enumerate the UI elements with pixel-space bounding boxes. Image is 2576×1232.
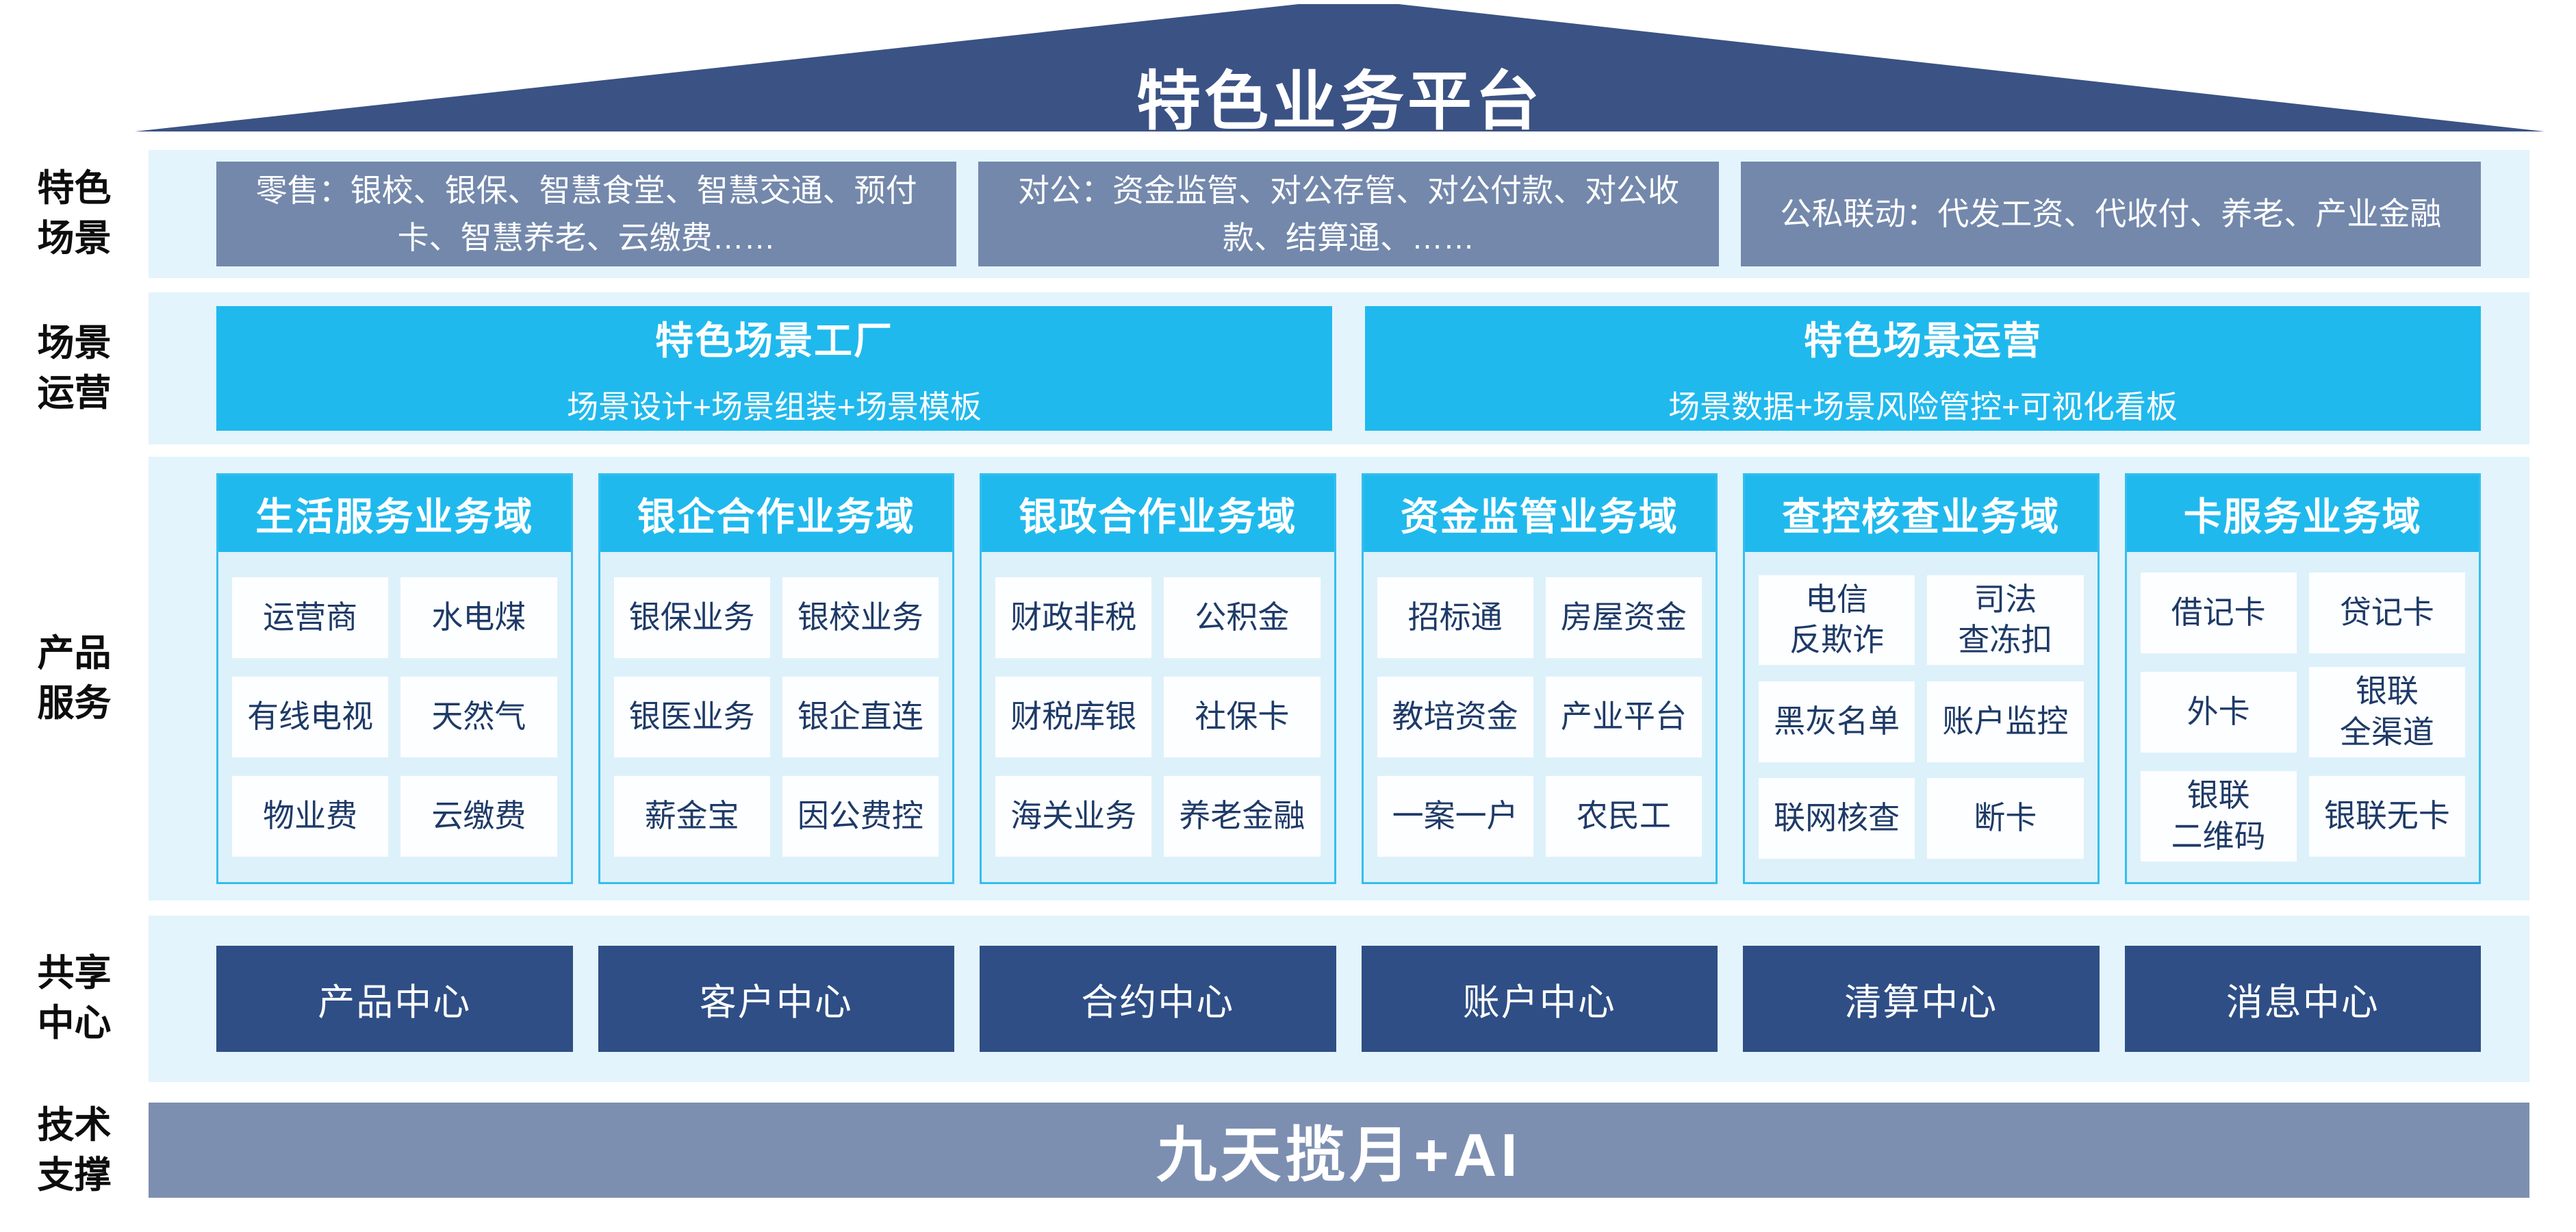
domain-item: 银联 二维码: [2140, 771, 2297, 862]
domain-item: 社保卡: [1164, 677, 1321, 757]
domain-header: 资金监管业务域: [1363, 475, 1716, 552]
domain-item: 电信 反欺诈: [1759, 575, 1915, 666]
band-share: 产品中心 客户中心 合约中心 账户中心 清算中心 消息中心: [149, 916, 2529, 1082]
center-box-clearing: 清算中心: [1743, 946, 2100, 1052]
operation-box-factory: 特色场景工厂 场景设计+场景组装+场景模板: [216, 306, 1332, 431]
domain-row: 银联 二维码 银联无卡: [2140, 771, 2465, 862]
domain-row: 一案一户 农民工: [1377, 776, 1702, 857]
tech-support-bar: 九天揽月+AI: [149, 1103, 2529, 1198]
domain-row: 黑灰名单 账户监控: [1759, 681, 2084, 762]
domain-body: 财政非税 公积金 财税库银 社保卡 海关业务 养老金融: [982, 552, 1334, 882]
domain-column-inspection: 查控核查业务域 电信 反欺诈 司法 查冻扣 黑灰名单 账户监控 联网核查 断卡: [1743, 473, 2100, 884]
center-box-message: 消息中心: [2124, 946, 2481, 1052]
scene-box-corporate: 对公：资金监管、对公存管、对公付款、对公收款、结算通、……: [978, 162, 1719, 266]
domain-item: 账户监控: [1927, 681, 2084, 762]
row-label-product: 产品 服务: [37, 633, 112, 724]
domain-item: 银校业务: [782, 577, 939, 658]
domain-column-life-services: 生活服务业务域 运营商 水电煤 有线电视 天然气 物业费 云缴费: [216, 473, 573, 884]
domain-column-bank-enterprise: 银企合作业务域 银保业务 银校业务 银医业务 银企直连 薪金宝 因公费控: [598, 473, 954, 884]
domain-item: 物业费: [232, 776, 389, 857]
operation-box-title: 特色场景运营: [1804, 318, 2042, 362]
domain-body: 电信 反欺诈 司法 查冻扣 黑灰名单 账户监控 联网核查 断卡: [1745, 552, 2097, 882]
domain-item: 教培资金: [1377, 677, 1533, 757]
domain-item: 联网核查: [1759, 778, 1915, 859]
center-box-customer: 客户中心: [598, 946, 954, 1052]
domain-item: 房屋资金: [1545, 577, 1702, 658]
domain-item: 因公费控: [782, 776, 939, 857]
domain-row: 银保业务 银校业务: [613, 577, 939, 658]
domain-row: 招标通 房屋资金: [1377, 577, 1702, 658]
domain-item: 薪金宝: [613, 776, 770, 857]
center-box-account: 账户中心: [1361, 946, 1718, 1052]
row-label-operation: 场景 运营: [37, 323, 112, 414]
domain-body: 银保业务 银校业务 银医业务 银企直连 薪金宝 因公费控: [600, 552, 953, 882]
domain-item: 银联无卡: [2308, 776, 2465, 857]
operation-box-subtitle: 场景数据+场景风险管控+可视化看板: [1668, 388, 2178, 425]
domain-item: 借记卡: [2140, 573, 2297, 654]
domain-item: 运营商: [232, 577, 389, 658]
domain-item: 农民工: [1545, 776, 1702, 857]
domain-column-card-services: 卡服务业务域 借记卡 贷记卡 外卡 银联 全渠道 银联 二维码 银联无卡: [2124, 473, 2481, 884]
domain-item: 银保业务: [613, 577, 770, 658]
domain-row: 教培资金 产业平台: [1377, 677, 1702, 757]
domain-header: 卡服务业务域: [2126, 475, 2479, 552]
domain-row: 电信 反欺诈 司法 查冻扣: [1759, 575, 2084, 666]
domain-item: 有线电视: [232, 677, 389, 757]
domain-row: 运营商 水电煤: [232, 577, 557, 658]
domain-item: 司法 查冻扣: [1927, 575, 2084, 666]
band-scene: 零售：银校、银保、智慧食堂、智慧交通、预付卡、智慧养老、云缴费…… 对公：资金监…: [149, 150, 2529, 278]
band-operation: 特色场景工厂 场景设计+场景组装+场景模板 特色场景运营 场景数据+场景风险管控…: [149, 292, 2529, 444]
domain-item: 贷记卡: [2308, 573, 2465, 654]
operation-box-subtitle: 场景设计+场景组装+场景模板: [567, 388, 982, 425]
domain-header: 银政合作业务域: [982, 475, 1334, 552]
domain-row: 银医业务 银企直连: [613, 677, 939, 757]
operation-box-ops: 特色场景运营 场景数据+场景风险管控+可视化看板: [1365, 306, 2481, 431]
center-box-contract: 合约中心: [980, 946, 1336, 1052]
scene-box-retail: 零售：银校、银保、智慧食堂、智慧交通、预付卡、智慧养老、云缴费……: [216, 162, 957, 266]
domain-body: 招标通 房屋资金 教培资金 产业平台 一案一户 农民工: [1364, 552, 1716, 882]
scene-box-public-private: 公私联动：代发工资、代收付、养老、产业金融: [1740, 162, 2481, 266]
row-label-scene: 特色 场景: [37, 168, 112, 259]
domain-row: 借记卡 贷记卡: [2140, 573, 2465, 654]
page-title: 特色业务平台: [1136, 65, 1544, 137]
operation-box-title: 特色场景工厂: [655, 318, 893, 362]
domain-item: 水电煤: [400, 577, 557, 658]
domain-item: 海关业务: [995, 776, 1152, 857]
band-product: 生活服务业务域 运营商 水电煤 有线电视 天然气 物业费 云缴费 银企合作业务域: [149, 457, 2529, 901]
domain-column-bank-government: 银政合作业务域 财政非税 公积金 财税库银 社保卡 海关业务 养老金融: [980, 473, 1336, 884]
domain-item: 黑灰名单: [1759, 681, 1915, 762]
domain-body: 运营商 水电煤 有线电视 天然气 物业费 云缴费: [218, 552, 571, 882]
domain-row: 有线电视 天然气: [232, 677, 557, 757]
domain-row: 联网核查 断卡: [1759, 778, 2084, 859]
domain-item: 招标通: [1377, 577, 1533, 658]
domain-item: 公积金: [1164, 577, 1321, 658]
domain-item: 银医业务: [613, 677, 770, 757]
center-box-product: 产品中心: [216, 946, 573, 1052]
domain-item: 产业平台: [1545, 677, 1702, 757]
domain-row: 财税库银 社保卡: [995, 677, 1321, 757]
row-label-share: 共享 中心: [37, 953, 112, 1044]
domain-row: 薪金宝 因公费控: [613, 776, 939, 857]
domain-row: 海关业务 养老金融: [995, 776, 1321, 857]
domain-item: 断卡: [1927, 778, 2084, 859]
domain-body: 借记卡 贷记卡 外卡 银联 全渠道 银联 二维码 银联无卡: [2127, 552, 2479, 882]
domain-row: 物业费 云缴费: [232, 776, 557, 857]
domain-item: 天然气: [400, 677, 557, 757]
domain-item: 财政非税: [995, 577, 1152, 658]
row-label-tech: 技术 支撑: [37, 1105, 112, 1196]
domain-item: 外卡: [2140, 672, 2297, 753]
domain-item: 一案一户: [1377, 776, 1533, 857]
domain-header: 查控核查业务域: [1745, 475, 2097, 552]
domain-header: 银企合作业务域: [600, 475, 952, 552]
domain-item: 财税库银: [995, 677, 1152, 757]
domain-item: 银企直连: [782, 677, 939, 757]
domain-item: 银联 全渠道: [2308, 667, 2465, 757]
domain-row: 财政非税 公积金: [995, 577, 1321, 658]
domain-item: 云缴费: [400, 776, 557, 857]
domain-row: 外卡 银联 全渠道: [2140, 667, 2465, 757]
domain-column-fund-supervision: 资金监管业务域 招标通 房屋资金 教培资金 产业平台 一案一户 农民工: [1361, 473, 1718, 884]
domain-header: 生活服务业务域: [218, 475, 571, 552]
domain-item: 养老金融: [1164, 776, 1321, 857]
